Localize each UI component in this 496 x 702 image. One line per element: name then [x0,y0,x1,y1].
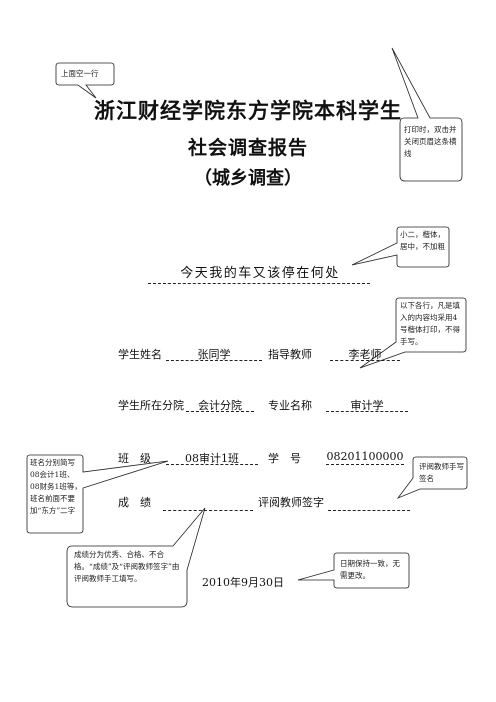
advisor-label: 指导教师 [268,348,312,361]
report-title-line1: 浙江财经学院东方学院本科学生 [94,98,402,123]
callout-topic-font-shape [351,226,450,268]
report-topic: 今天我的车又该停在何处 [180,266,340,281]
major-field[interactable]: 审计学 [326,397,408,412]
report-title-line2: 社会调查报告 [187,137,308,159]
callout-header-line: 打印时，双击并关闭页眉这条横线 [404,125,457,158]
callout-reviewer-sign-shape [396,456,468,499]
callout-top-blank-shape [55,62,115,99]
major-label: 专业名称 [268,399,312,412]
student-name-field[interactable]: 张同学 [166,346,262,361]
callout-grade-shape [66,507,206,608]
callout-date-shape [297,552,410,589]
student-id-field[interactable]: 08201100000 [326,450,404,465]
callout-fill-font-shape [359,297,467,369]
callout-fill-font: 以下各行，凡是填入的内容均采用4号楷体打印，不得手写。 [400,301,460,346]
callout-header-line-shape [391,47,463,182]
callout-class-naming-shape [26,454,169,534]
student-name-label: 学生姓名 [118,348,162,361]
topic-underline [148,283,370,284]
report-date: 2010年9月30日 [202,576,284,589]
reviewer-label: 评阅教师签字 [258,496,324,509]
grade-label: 成 绩 [118,496,151,509]
grade-field[interactable] [163,494,253,511]
callout-grade: 成绩分为优秀、合格、不合格。“成绩”及“评阅教师签字”由评阅教师手工填写。 [74,550,180,583]
callout-top-blank: 上面空一行 [61,69,99,78]
department-label: 学生所在分院 [118,399,184,412]
report-title-line3: （城乡调查） [194,168,302,189]
callout-topic-font: 小二，楷体，居中，不加粗 [400,230,445,251]
class-field[interactable]: 08审计1班 [166,450,258,465]
class-label: 班 级 [118,452,151,465]
reviewer-field[interactable] [328,494,410,511]
callout-reviewer-sign: 评阅教师手写签名 [419,462,464,483]
callout-class-naming: 班名分别简写08会计1班、08财务1班等，班名前面不要加“东方”二字 [30,458,82,515]
student-id-label: 学 号 [268,452,301,465]
callout-date: 日期保持一致，无需更改。 [340,559,400,580]
advisor-field[interactable]: 李老师 [330,346,400,361]
department-field[interactable]: 会计分院 [186,397,254,412]
